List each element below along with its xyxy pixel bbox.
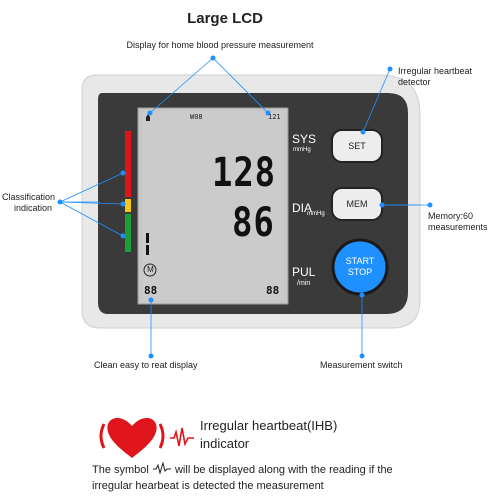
pulse-symbol-icon: [152, 462, 171, 474]
ihb-title: Irregular heartbeat(IHB) indicator: [200, 418, 338, 451]
lcd-top-right: 121: [268, 113, 281, 121]
stop-label: STOP: [347, 267, 373, 277]
lcd-top-mid: W08: [190, 113, 203, 121]
sys-unit: mmHg: [293, 147, 311, 153]
lcd-memory-mark: M: [147, 265, 154, 274]
lcd-bar-segment: [146, 233, 149, 243]
lcd-bottom-right: 88: [266, 284, 280, 297]
set-button[interactable]: SET: [348, 141, 366, 151]
mem-button[interactable]: MEM: [346, 199, 368, 209]
page-subtitle: Display for home blood pressure measurem…: [126, 40, 314, 50]
classification-bar-green: [125, 214, 131, 252]
set-button-shape: [331, 129, 383, 163]
lcd-inner: [142, 112, 284, 300]
callout-measurement-switch: Measurement switch: [320, 360, 403, 370]
pul-label: PUL: [292, 265, 316, 279]
lcd-bottom-left: 88: [144, 284, 158, 297]
classification-bar-red: [125, 131, 131, 197]
lcd-sys-value: 128: [212, 150, 276, 196]
lcd-dia-value: 86: [232, 200, 275, 246]
sys-label: SYS: [292, 132, 317, 146]
callout-dots: [57, 55, 433, 359]
start-stop-button[interactable]: START STOP: [333, 256, 387, 278]
classification-bar-yellow: [125, 199, 131, 212]
callout-clean-display: Clean easy to reat display: [94, 360, 198, 370]
memory-mark-circle: [143, 263, 157, 277]
callout-memory: Memory:60 measurements: [428, 211, 488, 232]
pul-unit: /min: [297, 280, 311, 287]
ihb-description: The symbol will be displayed along with …: [92, 462, 393, 492]
ihb-pulse-icon: [170, 427, 194, 447]
callout-classification: Classification indication: [2, 192, 56, 213]
dia-label: DIA: [292, 201, 313, 215]
lcd-bar-segment: [146, 245, 149, 255]
callout-lines: [59, 57, 430, 356]
person-icon: [146, 114, 150, 121]
ihb-heart-icon: [99, 418, 165, 458]
start-label: START: [345, 256, 375, 266]
callout-irregular-detector: Irregular heartbeat detector: [398, 66, 473, 87]
page-title: Large LCD: [187, 10, 263, 27]
dia-unit: mmHg: [307, 211, 325, 217]
